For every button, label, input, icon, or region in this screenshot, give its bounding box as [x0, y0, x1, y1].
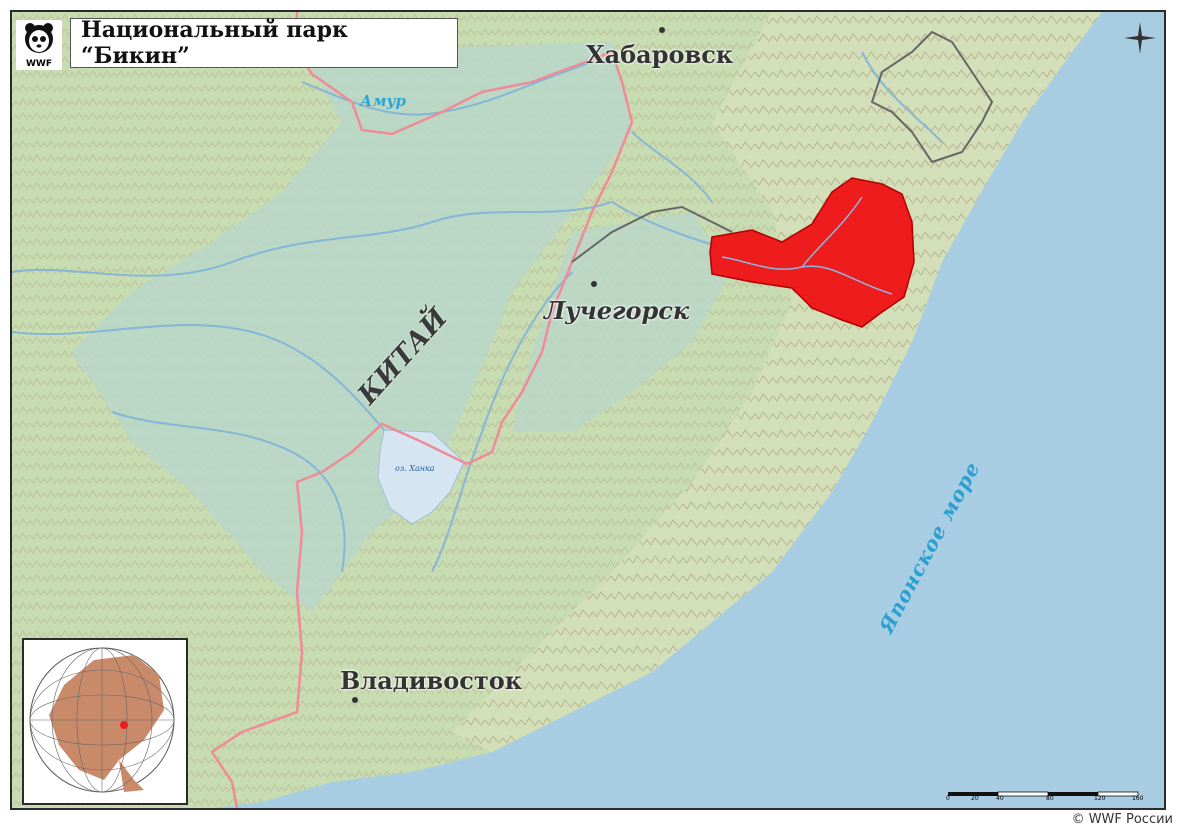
- lowland-plain: [72, 42, 632, 612]
- scale-tick-8: 160: [1132, 795, 1144, 802]
- scale-tick-2: 40: [996, 795, 1004, 802]
- scale-bar: [948, 791, 1139, 797]
- region-border: [571, 205, 733, 263]
- city-label-khabarovsk: Хабаровск: [586, 40, 734, 69]
- bikin-river: [721, 196, 893, 295]
- scale-tick-0: 0: [946, 795, 950, 802]
- city-label-vladivostok: Владивосток: [340, 666, 523, 695]
- wwf-logo: WWF: [16, 20, 62, 70]
- map-title-box: Национальный парк “Бикин”: [70, 17, 458, 69]
- inset-globe-map: [22, 638, 188, 805]
- map-title: Национальный парк “Бикин”: [81, 17, 348, 69]
- scale-tick-6: 120: [1094, 795, 1106, 802]
- city-label-luchegorsk: Лучегорск: [544, 296, 690, 325]
- city-dot-luchegorsk: [591, 281, 597, 287]
- map-frame: WWF Национальный парк “Бикин” Хабаровск …: [10, 10, 1166, 810]
- map-canvas: [12, 12, 1164, 808]
- city-dot-vladivostok: [352, 697, 358, 703]
- lowland-plain-2: [512, 212, 732, 432]
- copyright-text: © WWF России: [1071, 812, 1173, 827]
- park-location-marker: [120, 721, 128, 729]
- river-label-amur: Амур: [360, 92, 406, 110]
- region-border-north: [870, 30, 994, 164]
- panda-icon: [25, 23, 53, 53]
- city-dot-khabarovsk: [659, 27, 665, 33]
- state-border: [210, 12, 634, 808]
- sikhote-alin-range: [452, 12, 1102, 752]
- bikin-park-area: [709, 177, 915, 328]
- lake-label-khanka: оз. Ханка: [395, 464, 435, 473]
- scale-tick-4: 80: [1046, 795, 1054, 802]
- north-arrow-icon: [1124, 22, 1156, 54]
- lake-khanka: [377, 429, 465, 525]
- scale-bar-labels: 0 20 40 80 120 160: [946, 792, 1148, 806]
- globe-icon: [24, 640, 186, 803]
- scale-tick-1: 20: [971, 795, 979, 802]
- logo-text: WWF: [25, 59, 52, 69]
